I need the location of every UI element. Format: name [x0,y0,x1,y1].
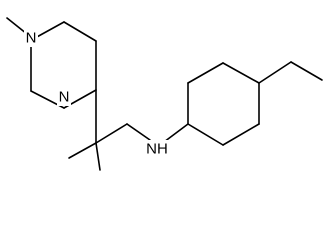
bond-ch2-nh [126,123,151,141]
atom-n-attached-piperazine: N [57,89,71,106]
bond-nh-cy1 [163,123,189,143]
atom-label-nh: NH [146,141,168,158]
bond-n1-c2 [34,21,65,39]
atom-amine-nh: NH [144,140,170,158]
atom-label-n4: N [59,89,70,106]
chemical-structure: N N NH [6,17,323,171]
atom-n-methyl-piperazine: N [24,30,38,47]
atom-label-n1: N [26,30,37,47]
bond-cy2-cy3 [187,62,224,84]
bond-cy3-cy4 [222,62,260,84]
bond-cq-methyl-left [68,142,97,159]
bond-c2-c3 [63,21,97,42]
bond-cy6-cy1 [187,123,224,146]
bond-cy5-cy6 [222,123,260,146]
bond-ethyl-ch2-ch3 [290,61,323,81]
bond-cq-ch2 [95,123,128,144]
bond-methyl-n [6,17,28,35]
bond-cq-methyl-right [95,142,101,171]
bond-cy4-ethyl-ch2 [258,61,292,84]
